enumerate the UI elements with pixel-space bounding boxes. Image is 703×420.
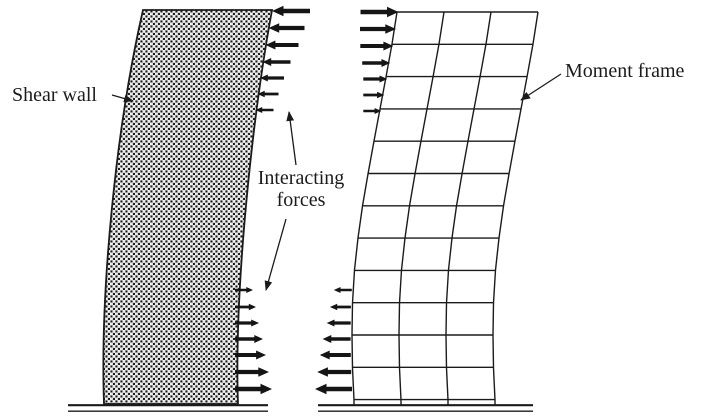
force-arrow bbox=[360, 6, 399, 18]
wall-top-force-arrows bbox=[255, 5, 310, 113]
shear-wall-shape bbox=[102, 9, 274, 405]
force-arrow bbox=[235, 367, 269, 377]
force-arrow bbox=[257, 90, 279, 98]
wall-bottom-force-arrows bbox=[235, 287, 272, 395]
frame-bottom-force-arrows bbox=[315, 287, 352, 395]
ground-lines bbox=[68, 404, 533, 412]
force-arrow bbox=[329, 303, 351, 311]
force-arrow bbox=[360, 41, 394, 51]
frame-column bbox=[398, 11, 445, 405]
force-arrow bbox=[319, 350, 351, 360]
shear-wall-label: Shear wall bbox=[12, 84, 97, 106]
interacting-forces-label: Interacting forces bbox=[257, 167, 345, 211]
frame-column bbox=[445, 11, 492, 405]
force-arrow bbox=[326, 319, 351, 327]
moment-frame-leader-arrow bbox=[520, 73, 562, 101]
force-arrow bbox=[235, 319, 259, 327]
force-arrow bbox=[262, 58, 291, 66]
force-arrow bbox=[255, 107, 274, 113]
interacting-forces-upper-leader-arrow bbox=[286, 111, 297, 166]
force-arrow bbox=[360, 24, 396, 34]
force-arrow bbox=[235, 287, 253, 293]
force-arrow bbox=[363, 75, 388, 83]
force-arrow bbox=[235, 383, 272, 395]
frame-top-force-arrows bbox=[360, 6, 399, 114]
shear-wall-leader-arrow bbox=[111, 94, 134, 103]
force-arrow bbox=[235, 303, 256, 311]
moment-frame-grid bbox=[351, 11, 539, 405]
force-arrow bbox=[272, 5, 310, 17]
force-arrow bbox=[315, 383, 352, 395]
moment-frame-label: Moment frame bbox=[565, 60, 685, 82]
force-arrow bbox=[265, 40, 299, 50]
force-arrow bbox=[268, 23, 305, 33]
interacting-forces-lower-leader-arrow bbox=[264, 218, 287, 291]
force-arrow bbox=[235, 335, 263, 343]
force-arrow bbox=[363, 108, 382, 114]
force-arrow bbox=[235, 350, 266, 360]
force-arrow bbox=[333, 287, 352, 293]
leader-arrows bbox=[111, 73, 562, 291]
force-arrow bbox=[322, 335, 351, 343]
force-arrow bbox=[260, 74, 284, 82]
frame-column bbox=[351, 11, 398, 405]
frame-column bbox=[492, 11, 539, 405]
force-arrow bbox=[363, 91, 385, 99]
force-arrow bbox=[317, 367, 352, 377]
force-arrow bbox=[362, 59, 391, 67]
